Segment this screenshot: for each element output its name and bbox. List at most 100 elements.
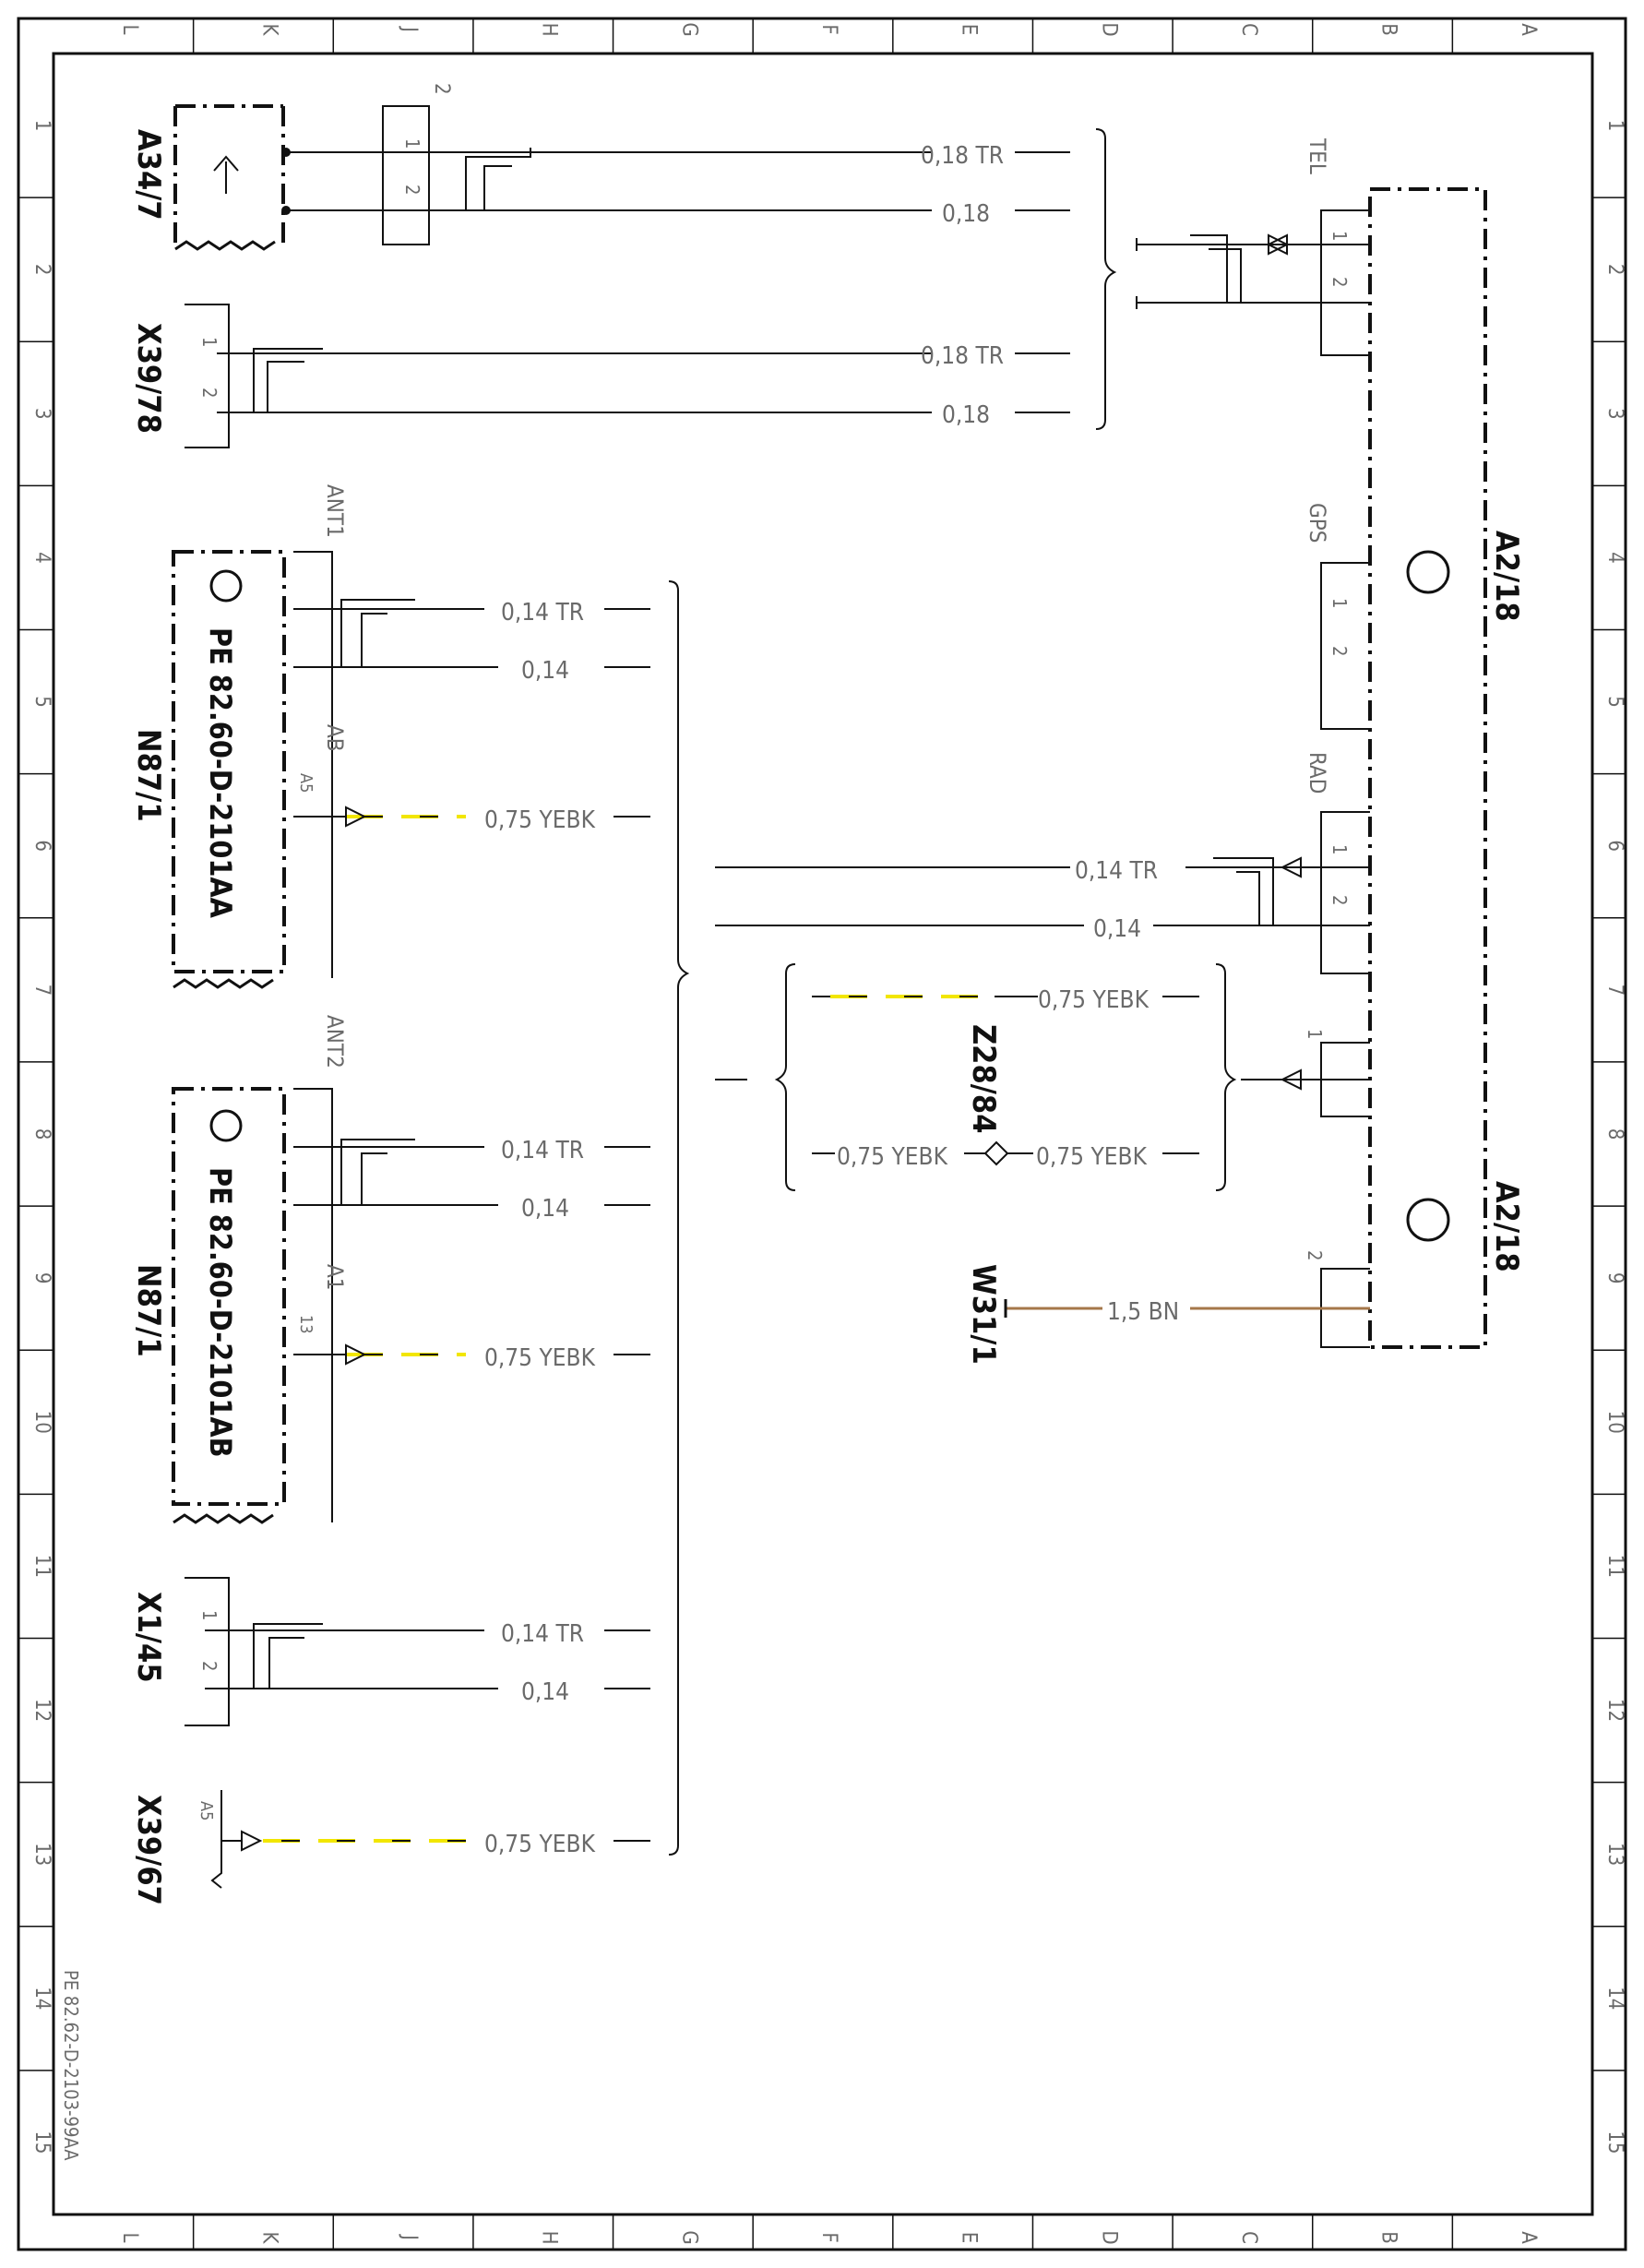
wire-label: 0,75 YEBK (484, 1344, 596, 1372)
z28-84-label: Z28/84 (965, 1024, 1002, 1134)
wires-tel (1136, 233, 1370, 309)
grid-label: L (118, 24, 141, 34)
connector-label: GPS (1304, 503, 1330, 543)
wires-x1-45 (205, 1623, 650, 1689)
transistor-icon (209, 1109, 243, 1142)
pin-label: 2 (1328, 895, 1351, 905)
grid-label: F (817, 24, 840, 34)
wire-label: 0,14 (521, 1195, 569, 1223)
grid-label: 1 (30, 120, 54, 132)
grid-label: 8 (1603, 1128, 1626, 1140)
triangle-marker (345, 1343, 367, 1366)
grid-label: E (958, 2232, 981, 2244)
wires-x39-78 (217, 348, 1070, 413)
pin-label: 2 (1328, 277, 1351, 287)
grid-label: 13 (30, 1843, 54, 1866)
connector-label: A1 (322, 1264, 348, 1291)
grid-label: 3 (1603, 408, 1626, 420)
x1-45-label: X1/45 (130, 1592, 167, 1683)
connector-label: RAD (1304, 752, 1330, 794)
antenna-icon (213, 155, 239, 194)
wires-n87-1-lower (293, 1139, 650, 1355)
component-a2-18: A2/18 A2/18 TEL GPS RAD 1 2 1 2 1 2 1 2 (1304, 137, 1525, 1349)
grid-label: 11 (1603, 1555, 1626, 1578)
a2-18-label: A2/18 (1488, 1181, 1525, 1272)
transistor-icon (209, 569, 243, 603)
grid-label: 15 (1603, 2131, 1626, 2154)
wire-label: 0,14 TR (501, 599, 584, 627)
grid-label: 7 (30, 985, 54, 997)
component-x1-45: X1/45 1 2 (130, 1577, 230, 1726)
wire-label: 0,18 (942, 200, 990, 228)
wires-rad (715, 856, 1370, 926)
grid-label: 11 (30, 1555, 54, 1578)
wire-label: 0,75 YEBK (484, 806, 596, 834)
connector-label: TEL (1304, 137, 1330, 174)
grid-label: G (677, 2230, 700, 2244)
pin-label: 1 (1304, 1029, 1326, 1039)
n87-1-label: N87/1 (130, 1264, 167, 1357)
x39-78-label: X39/78 (130, 323, 167, 434)
grid-label: H (538, 2231, 561, 2245)
n87-1-label: N87/1 (130, 729, 167, 822)
pin-label: 1 (198, 1610, 220, 1620)
grid-label: J (398, 2233, 421, 2240)
grid-label: 10 (30, 1411, 54, 1434)
pin-label: 2 (198, 388, 220, 398)
wire-label: 0,14 TR (501, 1620, 584, 1648)
wires-n87-1-upper (293, 599, 650, 818)
pin-label: 1 (1328, 844, 1351, 854)
wire-label: 0,18 TR (921, 342, 1004, 370)
grid-label: B (1377, 2231, 1400, 2244)
bracket (1095, 128, 1117, 430)
grid-label: F (817, 2232, 840, 2242)
grid-label: J (398, 25, 421, 32)
grid-label: 7 (1603, 985, 1626, 997)
grid-label: 14 (30, 1987, 54, 2010)
pin-label: 1 (198, 337, 220, 347)
grid-label: 4 (1603, 552, 1626, 564)
grid-label: 14 (1603, 1987, 1626, 2010)
triangle-marker (345, 806, 367, 828)
wire-label: 0,14 TR (501, 1137, 584, 1164)
wire-label: 0,14 TR (1075, 857, 1158, 885)
w31-1-label: W31/1 (965, 1264, 1002, 1365)
wire-label: 0,18 TR (921, 142, 1004, 170)
pin-label: 2 (401, 185, 423, 195)
grid-label: 10 (1603, 1411, 1626, 1434)
grid-label: L (118, 2232, 141, 2242)
grid-label: 3 (30, 408, 54, 420)
pin-label: A5 (197, 1801, 216, 1820)
grid-label: 15 (30, 2131, 54, 2154)
grid-label: 5 (1603, 696, 1626, 708)
grid-label: H (538, 23, 561, 37)
grid-label: 12 (1603, 1699, 1626, 1722)
pin-label: 2 (1328, 646, 1351, 656)
x39-67-label: X39/67 (130, 1795, 167, 1905)
grid-label: A (1517, 23, 1540, 36)
wire-label: 0,18 (942, 401, 990, 429)
grid-label: B (1377, 23, 1400, 36)
pin-label: 1 (1328, 598, 1351, 608)
component-x39-67: X39/67 A5 (130, 1790, 222, 1905)
grid-label: 12 (30, 1699, 54, 1722)
triangle-marker (241, 1830, 263, 1852)
component-z28-84: Z28/84 (715, 963, 1370, 1191)
document-number: PE 82.62-D-2103-99AA (60, 1970, 82, 2161)
pin-label: A5 (296, 773, 316, 793)
grid-label: 1 (1603, 120, 1626, 132)
grid-label: 4 (30, 552, 54, 564)
connector-a34-7: 2 1 2 (382, 83, 453, 245)
wire-label: 0,14 (521, 1678, 569, 1706)
grid-label: 6 (1603, 840, 1626, 852)
connector-label: ANT1 (322, 484, 348, 538)
connector-label: AB (322, 724, 348, 752)
grid-label: D (1097, 2230, 1120, 2244)
reference-label: PE 82.60-D-2101AA (203, 627, 238, 919)
bracket (668, 580, 690, 1856)
component-w31-1: W31/1 (965, 1264, 1370, 1365)
reference-label: PE 82.60-D-2101AB (203, 1167, 238, 1458)
grid-label: 9 (1603, 1272, 1626, 1284)
